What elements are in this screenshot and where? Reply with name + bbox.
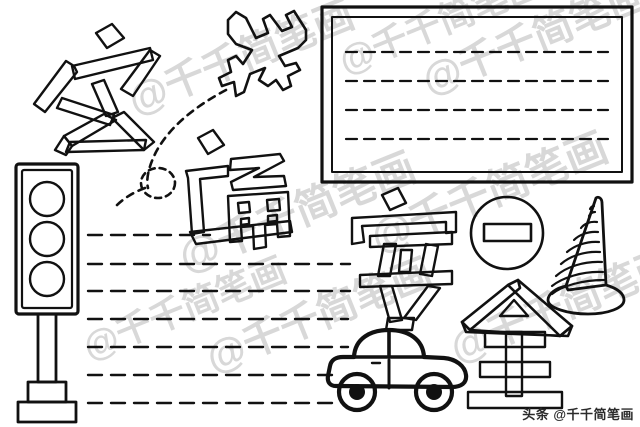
traffic-cone-icon: [546, 195, 626, 316]
car-wheel: [413, 371, 455, 413]
writing-box: [320, 5, 634, 184]
traffic-light-icon: [14, 162, 80, 424]
ruled-writing-lines: [86, 233, 352, 405]
character-an-outline: [350, 186, 458, 332]
character-quan-outline: [460, 278, 574, 410]
traffic-light-lamp: [28, 180, 66, 218]
car-icon: [325, 327, 469, 413]
flight-trail-dashed: [114, 88, 228, 208]
traffic-light-lamp: [28, 260, 66, 298]
car-wheel: [336, 371, 378, 413]
character-jiao-outline: [32, 22, 162, 157]
airplane-icon: [217, 9, 308, 98]
character-tong-outline: [184, 128, 294, 251]
traffic-light-lamp: [28, 220, 66, 258]
credit-watermark: 头条 @千千简笔画: [522, 407, 634, 422]
no-entry-sign-icon: [469, 195, 545, 271]
